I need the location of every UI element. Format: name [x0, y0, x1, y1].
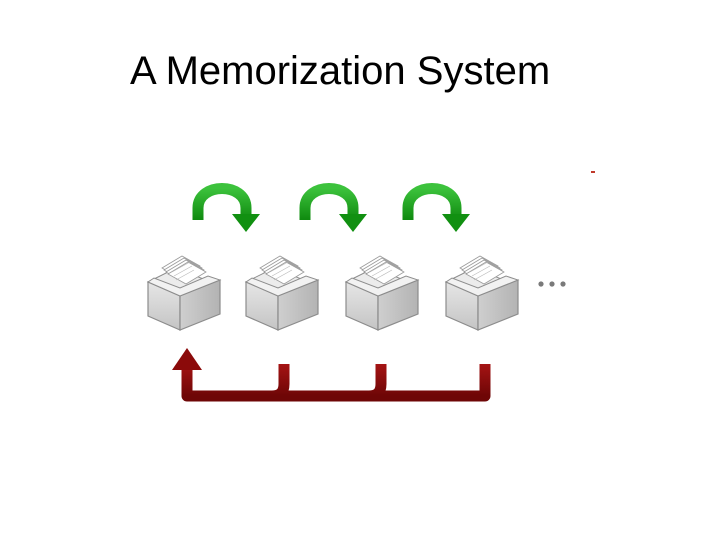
card-box-2: [245, 255, 319, 331]
forward-arrows: [198, 189, 470, 233]
return-arrow: [172, 348, 491, 402]
forward-arrow-2: [305, 189, 367, 233]
card-box-4: [445, 255, 519, 331]
corner-mark: [591, 171, 595, 173]
card-box-3: [345, 255, 419, 331]
card-box-1: [147, 255, 221, 331]
ellipsis-dots: [538, 281, 566, 287]
forward-arrow-1: [198, 189, 260, 233]
card-boxes: [147, 255, 519, 331]
forward-arrow-3: [408, 189, 470, 233]
slide-title: A Memorization System: [130, 49, 551, 93]
